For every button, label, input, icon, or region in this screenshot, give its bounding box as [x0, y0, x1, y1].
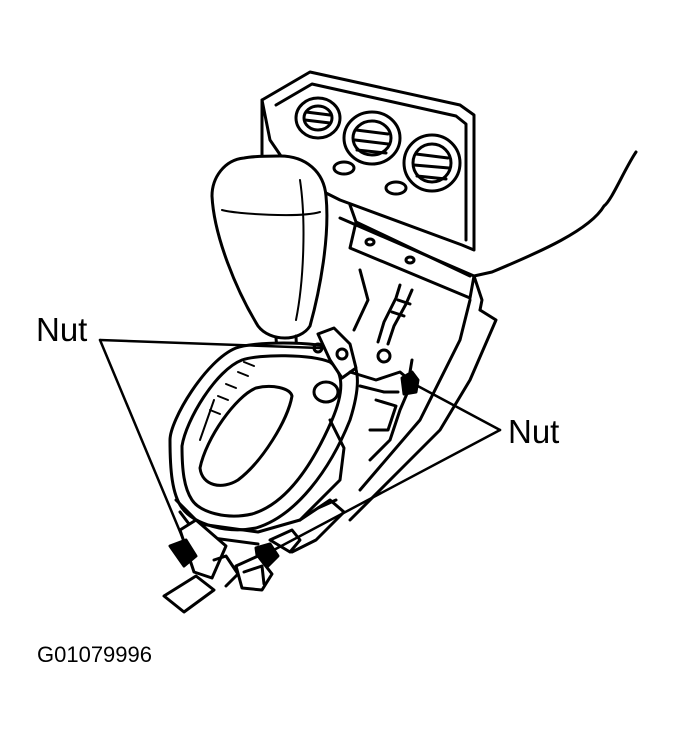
vent-left-icon: [294, 96, 342, 140]
nut-right-icon: [400, 358, 420, 396]
vent-center-icon: [342, 110, 402, 166]
dash-button-left: [332, 160, 356, 176]
nut-label-right: Nut: [508, 413, 560, 450]
dash-button-right: [384, 180, 408, 196]
shift-cable: [352, 268, 414, 346]
leader-lines: [98, 338, 502, 554]
vent-right-icon: [402, 133, 462, 193]
nut-lower-icon: [234, 542, 280, 592]
shifter-bezel: [168, 341, 359, 546]
release-hole: [312, 380, 340, 404]
lower-bracket: [162, 498, 346, 614]
nut-label-left: Nut: [36, 311, 88, 348]
figure-code: G01079996: [37, 642, 152, 667]
